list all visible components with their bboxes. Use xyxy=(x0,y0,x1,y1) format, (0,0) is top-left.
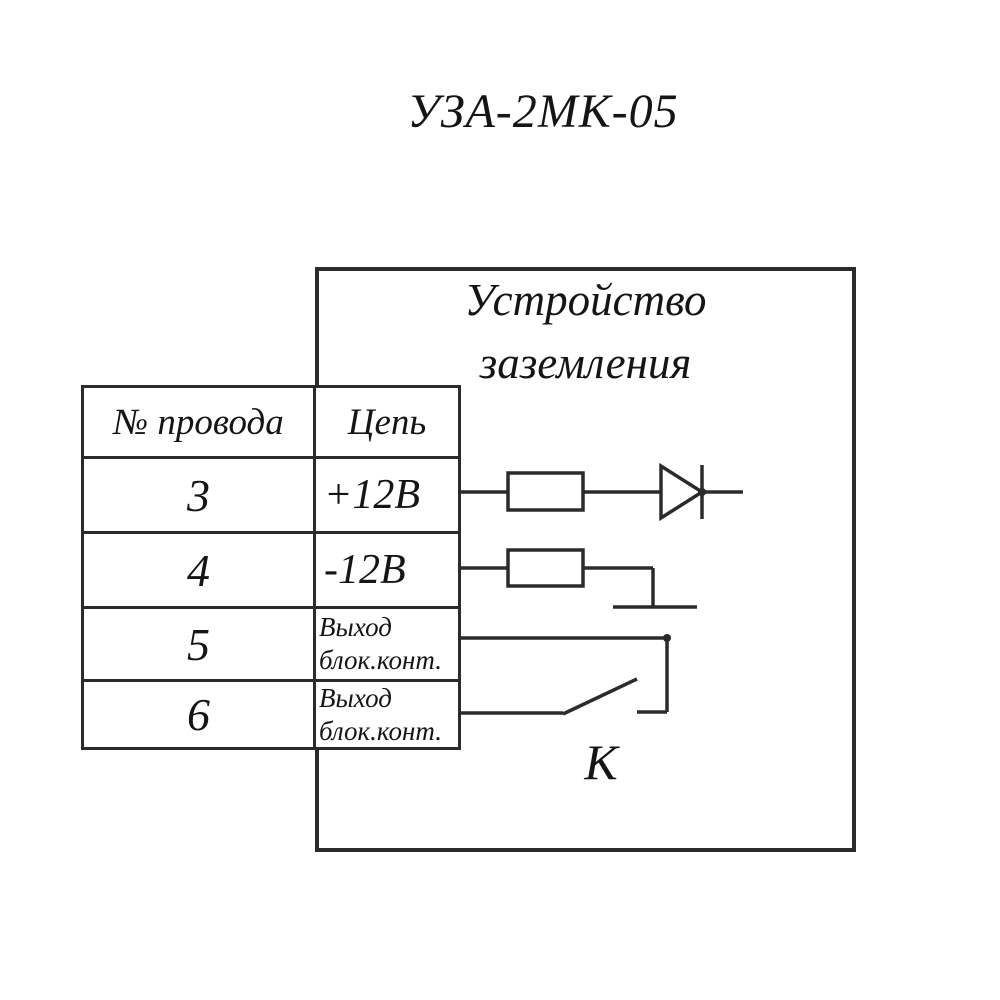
cell-wire-no-3: 3 xyxy=(84,456,313,531)
fuse-icon xyxy=(506,548,585,588)
switch-contact-icon xyxy=(460,634,671,716)
cell-circuit-5-line1: Выход xyxy=(319,612,392,642)
cell-circuit-6: Выход блок.конт. xyxy=(313,679,458,747)
cell-circuit-3: +12В xyxy=(313,456,458,531)
diagram-title: УЗА-2МК-05 xyxy=(407,85,679,138)
fuse-icon xyxy=(506,471,585,512)
cell-wire-no-5: 5 xyxy=(84,606,313,679)
contact-label-k: К xyxy=(584,734,618,790)
cell-wire-no-4: 4 xyxy=(84,531,313,606)
grounding-device-label-line2: заземления xyxy=(479,338,692,388)
cell-wire-no-6: 6 xyxy=(84,679,313,747)
switch-blade xyxy=(562,677,638,716)
cell-circuit-6-line2: блок.конт. xyxy=(319,715,442,746)
cell-circuit-6-line1: Выход xyxy=(319,682,392,713)
cell-circuit-5: Выход блок.конт. xyxy=(313,606,458,679)
col-header-wire-no: № провода xyxy=(84,388,313,456)
grounding-device-label-line1: Устройство xyxy=(464,275,707,325)
col-header-circuit: Цепь xyxy=(313,388,458,456)
cell-circuit-4: -12В xyxy=(313,531,458,606)
wire-table: № провода Цепь 3 +12В 4 -12В 5 Выход бло… xyxy=(81,385,461,750)
ground-icon xyxy=(613,568,697,609)
wire-row-4 xyxy=(460,548,697,609)
diode-icon xyxy=(659,462,706,522)
wire-row-3 xyxy=(460,462,743,522)
cell-circuit-5-line2: блок.конт. xyxy=(319,645,442,675)
grounding-device-label: Устройство заземления xyxy=(315,269,856,395)
